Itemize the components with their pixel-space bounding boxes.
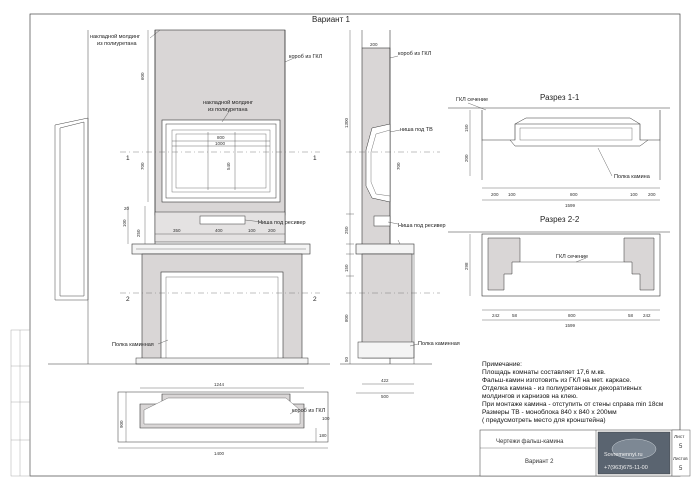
dim-w400: 400	[215, 228, 223, 233]
section-2-2: Разрез 2-2 ГКЛ сечение 242 58 800 58 242…	[448, 215, 670, 328]
s2-vdim-0: 298	[464, 262, 469, 270]
side-dim-v800: 800	[344, 314, 349, 322]
label-tv-niche: ниша под ТВ	[400, 127, 433, 133]
dim-d20: 20	[124, 206, 130, 211]
section-mark-1-left: 1	[126, 155, 130, 162]
section-1-profile	[481, 110, 661, 141]
section-mark-2-left: 2	[126, 296, 130, 303]
dim-d250: 250	[136, 229, 141, 237]
section-2-title: Разрез 2-2	[540, 215, 580, 224]
label-receiver-niche-side: Ниша под ресивер	[398, 223, 446, 229]
notes-line-1: Фальш-камин изготовить из ГКЛ на мет. ка…	[482, 377, 632, 384]
tb-sheets-label: Листов	[673, 456, 688, 461]
plan-dim-w1244: 1244	[214, 382, 225, 387]
section-mark-1-right: 1	[313, 155, 317, 162]
s2-dim-2: 800	[568, 313, 576, 318]
dim-d540: 540	[226, 162, 231, 170]
label-section-1-mantel: Полка камина	[614, 174, 651, 180]
door-outline	[54, 117, 89, 301]
s2-total: 1599	[565, 323, 576, 328]
notes-line-6: ( предусмотреть место для кронштейна)	[482, 416, 606, 424]
side-dim-b422: 422	[381, 378, 389, 383]
section-2-right-jamb	[623, 237, 655, 291]
s1-dim-3: 100	[630, 192, 638, 197]
notes-block: Примечание: Площадь комнаты составляет 1…	[482, 361, 664, 424]
label-mantel-side: Полка каминная	[418, 341, 460, 347]
side-view: 200 1300 250 150 800 700 50 422 500 коро…	[340, 30, 460, 399]
s1-vdim-0: 150	[464, 124, 469, 132]
plan-view: 1244 1400 900 180 100 короб из ГКЛ	[117, 382, 330, 456]
side-dim-d200: 200	[370, 42, 378, 47]
s2-dim-4: 242	[643, 313, 651, 318]
notes-line-0: Площадь комнаты составляет 17,6 м.кв.	[482, 369, 606, 376]
dim-w100: 100	[248, 228, 256, 233]
dim-h700: 700	[140, 162, 145, 170]
tb-sheet-label: Лист	[674, 434, 685, 440]
s2-dim-3: 58	[628, 313, 634, 318]
tb-variant: Вариант 2	[525, 459, 554, 465]
label-section-2-gkl: ГКЛ сечение	[556, 254, 588, 260]
label-gkl-box-plan: короб из ГКЛ	[292, 408, 326, 414]
dim-w200: 200	[268, 228, 276, 233]
s1-total: 1599	[565, 203, 576, 208]
s1-vdim-1: 200	[464, 154, 469, 162]
left-stamp-strip	[10, 329, 31, 477]
tb-sheets-no: 5	[679, 466, 683, 472]
s1-dim-4: 200	[648, 192, 656, 197]
mantel-side	[355, 243, 415, 255]
front-view: Вариант 1 1 1 2	[48, 15, 350, 365]
notes-line-2: Отделка камина - из полиуретановых декор…	[482, 385, 642, 392]
tb-drawing-name: Чертежи фальш-камина	[496, 439, 564, 445]
logo-text: Sovremennyi.ru	[604, 452, 643, 458]
sheet-border	[29, 13, 681, 477]
dim-w350: 350	[173, 228, 181, 233]
s1-dim-1: 100	[508, 192, 516, 197]
section-mark-2-right: 2	[313, 296, 317, 303]
plan-dim-h900: 900	[119, 420, 124, 428]
dim-h600: 600	[140, 72, 145, 80]
label-section-1-gkl: ГКЛ сечение	[456, 97, 488, 103]
plan-dim-h180: 180	[319, 433, 327, 438]
tb-sheet-no: 5	[679, 444, 683, 450]
label-mantel-front: Полка каминная	[112, 342, 154, 348]
section-2-left-jamb	[487, 237, 521, 291]
label-gkl-box-front: короб из ГКЛ	[289, 54, 323, 60]
section-1-title: Разрез 1-1	[540, 93, 580, 102]
label-gkl-box-side: короб из ГКЛ	[398, 51, 432, 57]
tv-niche-side	[365, 123, 391, 203]
s2-dim-0: 242	[492, 313, 500, 318]
side-dim-v150: 150	[344, 264, 349, 272]
notes-line-5: Размеры ТВ - моноблока 840 х 840 х 200мм	[482, 408, 617, 416]
s1-dim-2: 800	[570, 192, 578, 197]
dim-d100: 100	[122, 219, 127, 227]
label-receiver-niche-front: Ниша под ресивер	[258, 220, 306, 226]
dim-d800: 800	[217, 135, 225, 140]
s2-dim-1: 58	[512, 313, 518, 318]
logo-phone: +7(963)675-11-00	[604, 465, 648, 471]
notes-heading: Примечание:	[482, 361, 522, 368]
plan-dim-h100: 100	[322, 416, 330, 421]
front-view-title: Вариант 1	[312, 15, 350, 24]
notes-line-3: молдингов и карнизов на клею.	[482, 393, 578, 400]
s1-dim-0: 200	[491, 192, 499, 197]
notes-line-4: При монтаже камина - отступить от стены …	[482, 401, 664, 408]
section-1-1: Разрез 1-1 ГКЛ сечение Полка камина 200 …	[448, 93, 670, 208]
side-dim-v50: 50	[344, 356, 349, 362]
side-dim-v1300: 1300	[344, 117, 349, 128]
dim-d1000: 1000	[215, 141, 226, 146]
side-dim-b500: 500	[381, 394, 389, 399]
title-block: Чертежи фальш-камина Вариант 2 Sovremenn…	[479, 429, 691, 477]
side-dim-v250: 250	[344, 226, 349, 234]
plan-dim-w1400: 1400	[214, 451, 225, 456]
side-dim-v700: 700	[396, 162, 401, 170]
